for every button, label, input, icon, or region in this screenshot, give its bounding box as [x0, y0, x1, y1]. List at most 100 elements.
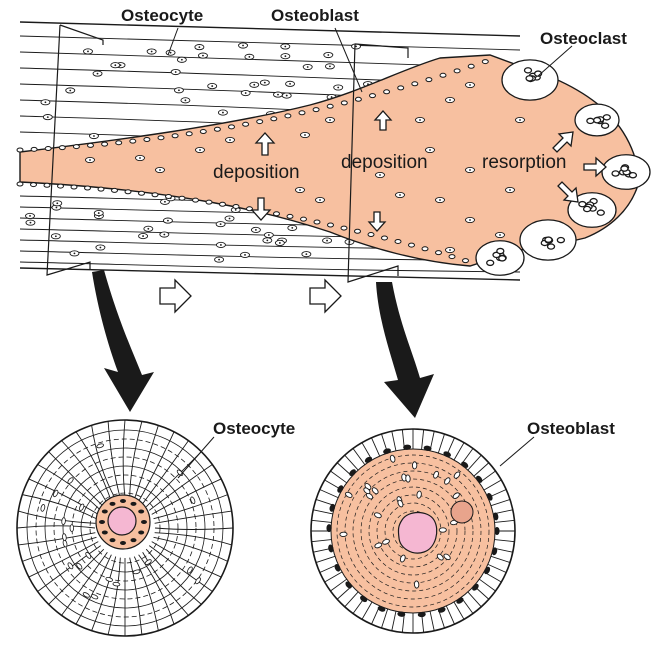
osteoblast [206, 200, 212, 204]
osteocyte [405, 475, 410, 483]
osteoblast [229, 125, 235, 129]
sequence-arrows [160, 280, 341, 312]
osteoblast [314, 220, 320, 224]
osteoblast [382, 236, 388, 240]
osteoblast [85, 186, 91, 190]
label-osteocyte-top: Osteocyte [121, 7, 203, 24]
osteoblast [285, 114, 291, 118]
osteoblast [88, 143, 94, 147]
osteoblast [355, 97, 361, 101]
osteoblast [138, 510, 144, 514]
osteoblast [45, 147, 51, 151]
osteocyte [412, 462, 417, 469]
osteoblast [287, 214, 293, 218]
lamella-line [20, 36, 520, 50]
osteoblast [243, 122, 249, 126]
vacuole [524, 68, 531, 73]
osteoblast [200, 130, 206, 134]
osteoblast [220, 202, 226, 206]
osteoblast [99, 520, 105, 524]
osteoblast [158, 136, 164, 140]
osteoblast [463, 259, 469, 263]
osteoblast [449, 255, 455, 259]
osteoblast [152, 193, 158, 197]
osteoblast [102, 142, 108, 146]
osteoblast [422, 247, 428, 251]
osteoblast [31, 147, 37, 151]
osteoblast [102, 510, 108, 514]
osteoblast [120, 499, 126, 503]
osteoblast [98, 187, 104, 191]
vacuole [499, 256, 506, 261]
label-deposition-right: deposition [341, 153, 428, 172]
osteoblast [120, 541, 126, 545]
osteoblast [44, 183, 50, 187]
osteocyte [70, 525, 74, 532]
osteoblast [412, 82, 418, 86]
osteoblast [327, 104, 333, 108]
curved-arrow-right [376, 282, 434, 418]
osteoblast [274, 212, 280, 216]
osteoblast [125, 190, 131, 194]
vacuole [526, 76, 533, 81]
osteoblast [110, 538, 116, 542]
vacuole [594, 118, 601, 123]
vacuole [557, 237, 564, 242]
osteoblast [384, 90, 390, 94]
vacuole [548, 244, 555, 249]
osteoblast [116, 141, 122, 145]
vacuole [584, 206, 591, 211]
osteoblast [468, 64, 474, 68]
osteoblast [341, 226, 347, 230]
vacuole [629, 173, 636, 178]
label-deposition-left: deposition [213, 163, 300, 182]
osteoblast [193, 198, 199, 202]
curved-arrow-left [92, 270, 154, 412]
osteoblast [313, 108, 319, 112]
osteoblast [144, 137, 150, 141]
osteoblast [166, 194, 172, 198]
osteoblast [73, 145, 79, 149]
osteoblast [355, 229, 361, 233]
osteoblast [368, 233, 374, 237]
marrow-canal-right [398, 513, 436, 554]
label-osteocyte-bottom: Osteocyte [213, 420, 295, 437]
osteoblast [436, 251, 442, 255]
osteoblast [257, 120, 263, 124]
osteoblast [186, 132, 192, 136]
osteocyte [340, 532, 347, 537]
osteoblast [494, 527, 499, 535]
osteoblast [112, 188, 118, 192]
osteoblast [233, 204, 239, 208]
osteoblast [31, 183, 37, 187]
osteoblast [138, 531, 144, 535]
osteoblast [59, 146, 65, 150]
osteoblast [395, 239, 401, 243]
osteocyte [439, 528, 446, 533]
osteoblast [341, 101, 347, 105]
osteoblast [130, 139, 136, 143]
osteoblast [131, 538, 137, 542]
osteoblast [17, 148, 23, 152]
osteoblast [299, 111, 305, 115]
vacuole [597, 210, 604, 215]
vacuole [602, 123, 609, 128]
label-resorption: resorption [482, 153, 567, 172]
transverse-section-osteocyte [17, 420, 233, 636]
osteocyte [414, 581, 419, 588]
secondary-canal [451, 501, 473, 523]
osteocyte [61, 518, 65, 525]
osteoblast [110, 502, 116, 506]
osteoblast [58, 184, 64, 188]
transverse-section-osteoblast [311, 429, 534, 633]
osteoblast [131, 502, 137, 506]
vacuole [612, 171, 619, 176]
vacuole [487, 260, 494, 265]
osteoblast [398, 86, 404, 90]
label-osteoblast-top: Osteoblast [271, 7, 359, 24]
osteoblast [172, 134, 178, 138]
osteoblast [71, 185, 77, 189]
osteoblast [409, 243, 415, 247]
